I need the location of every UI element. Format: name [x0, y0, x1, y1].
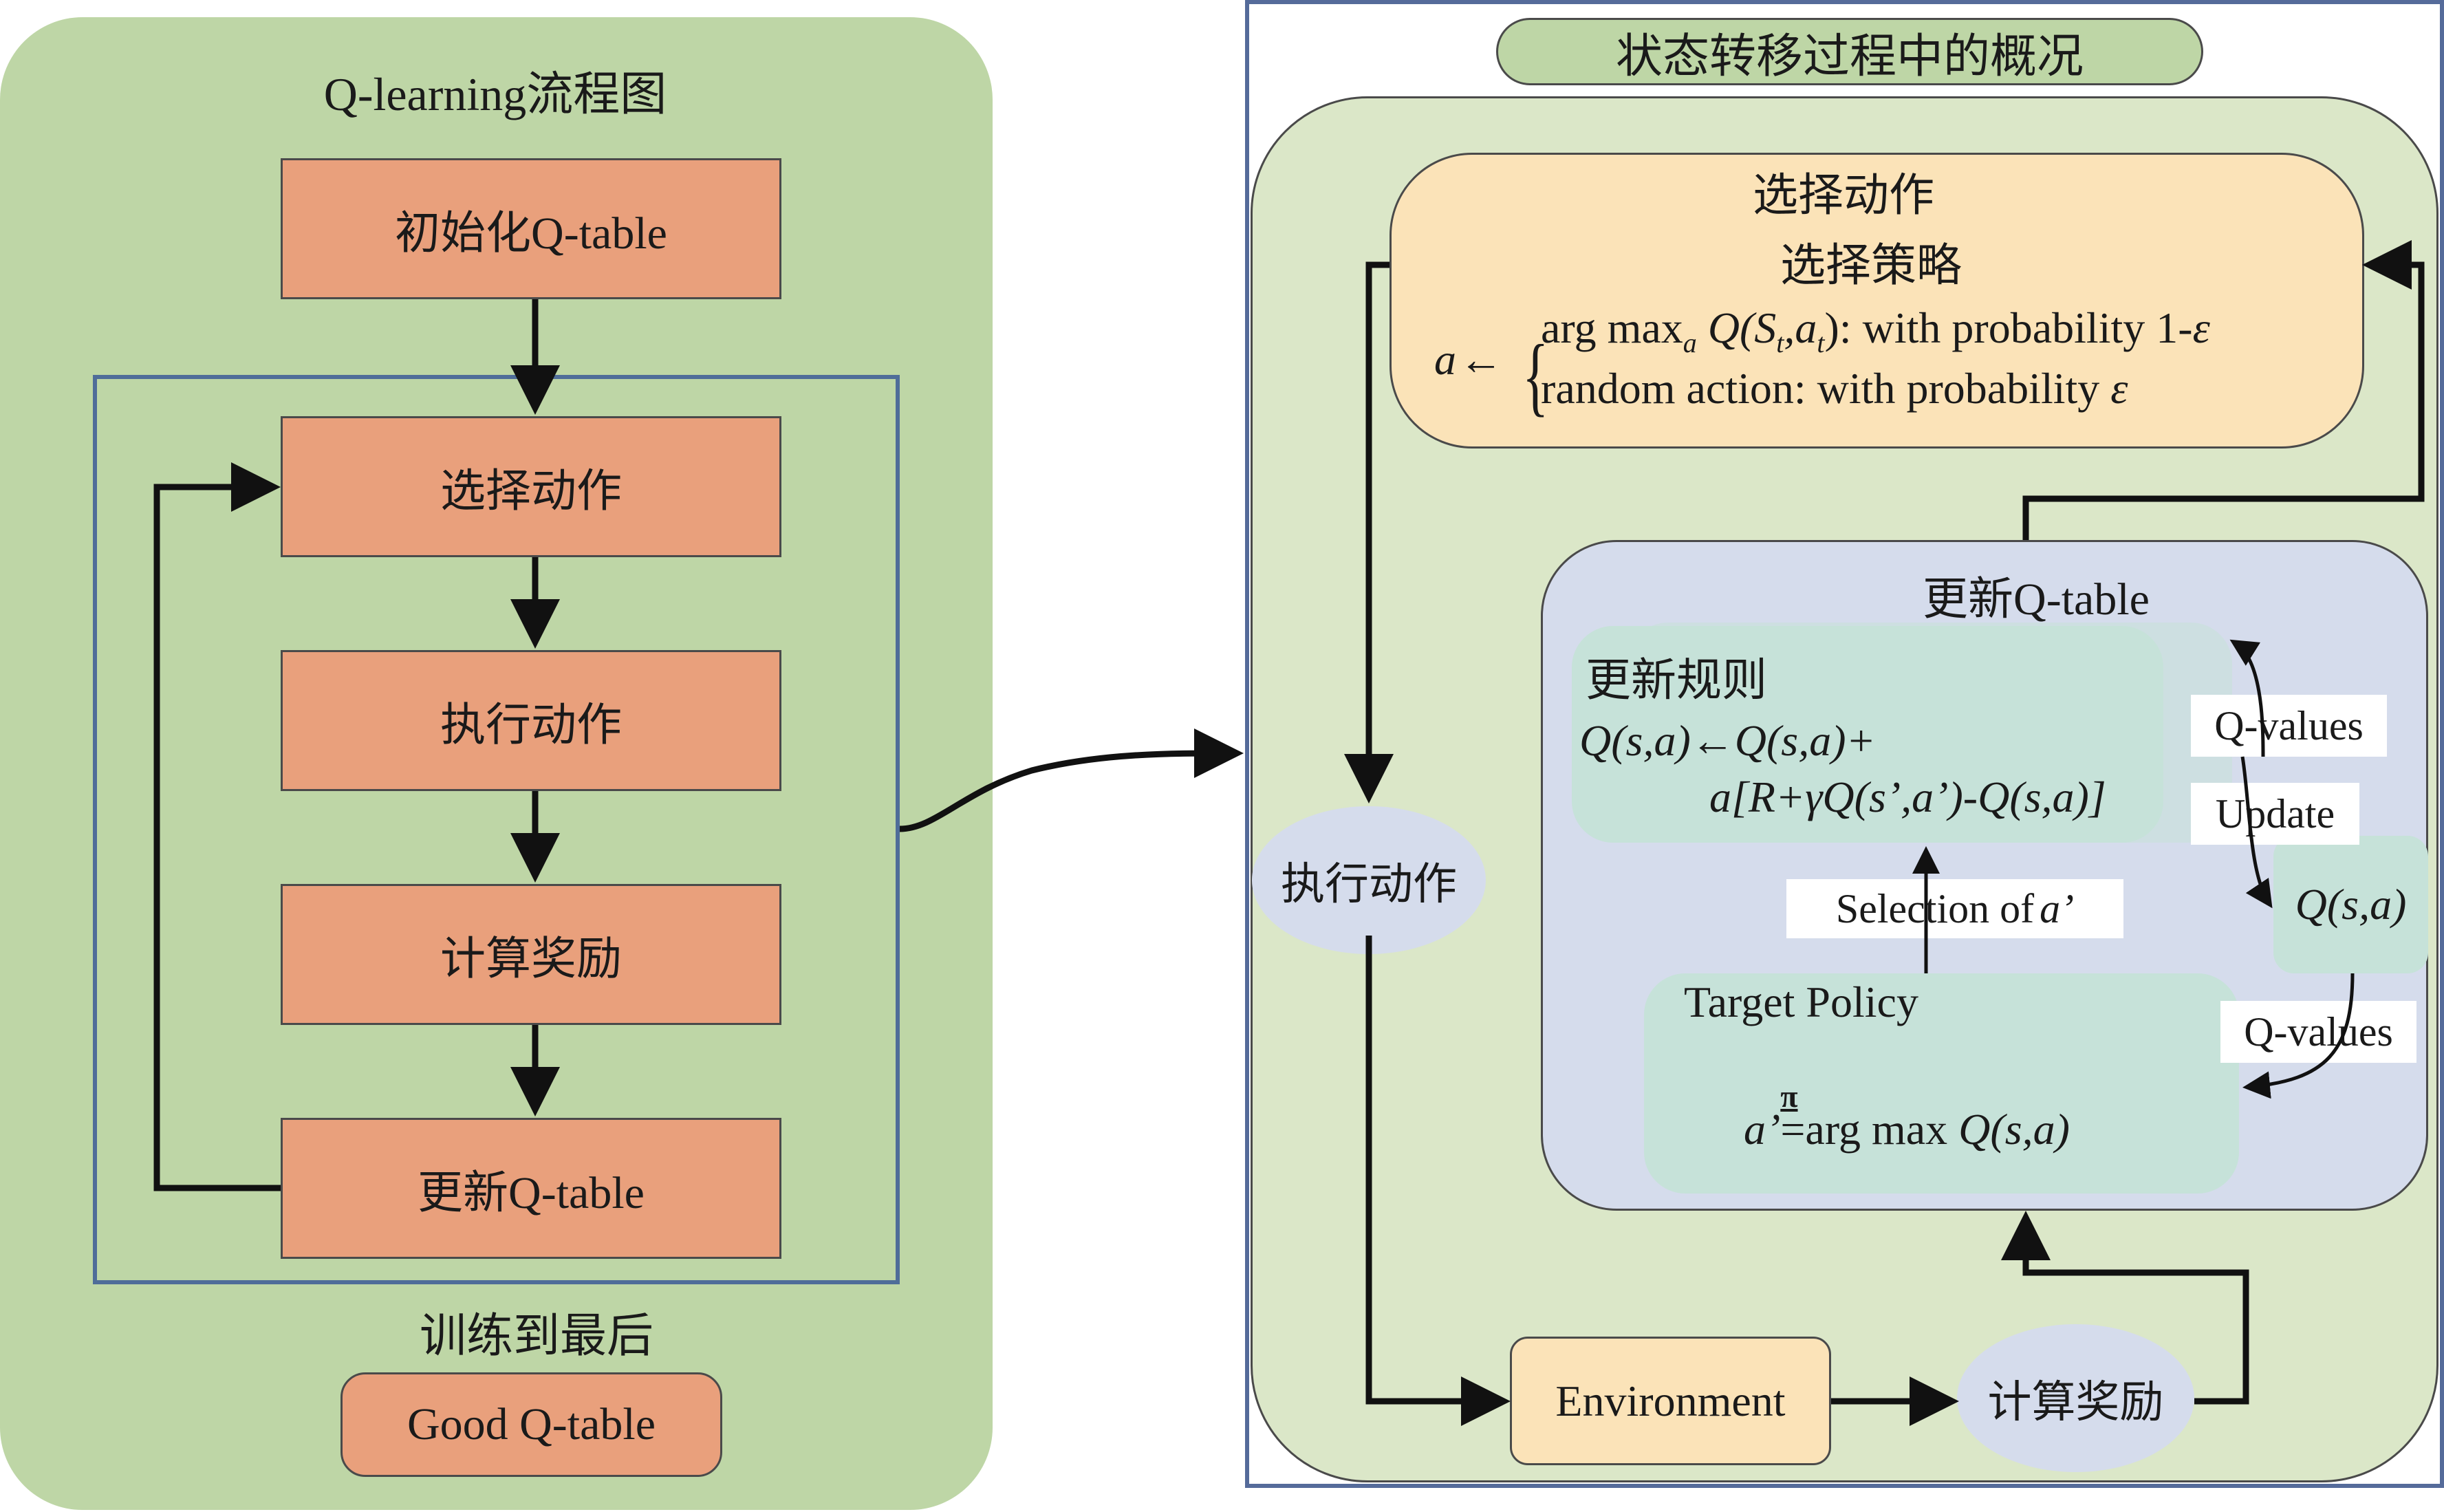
target-policy-formula: a’π=arg max Q(s,a): [1744, 1079, 2070, 1155]
target-policy-title: Target Policy: [1684, 978, 1918, 1026]
greedy-suffix: ): with probability 1-: [1824, 303, 2193, 352]
greedy-argmax: arg max: [1541, 303, 1683, 352]
policy-assign-arrow: ←: [1459, 335, 1503, 384]
environment-box: Environment: [1510, 1337, 1831, 1465]
target-a-prime: a’: [1744, 1105, 1781, 1154]
policy-formula: a ← { arg maxa Q(St,at): with probabilit…: [1434, 303, 2356, 433]
arrow-qvalues-to-rule: [2229, 639, 2265, 757]
arrow-update-to-qbox: [2240, 756, 2273, 909]
update-rule-box: [1572, 626, 2163, 843]
arrow-update-to-select: [2022, 240, 2425, 540]
arrow-execute-to-environment: [1365, 936, 1511, 1426]
random-text: random action: with probability: [1541, 364, 2111, 413]
q-value-box: Q(s,a): [2273, 836, 2428, 973]
step-execute-action: 执行动作: [281, 650, 781, 791]
greedy-q: Q(S: [1707, 303, 1777, 352]
arrow-left-to-right-panel: [899, 728, 1244, 832]
step-update-qtable: 更新Q-table: [281, 1118, 781, 1259]
label-selection: Selection of a’: [1786, 879, 2123, 938]
compute-reward-ellipse: 计算奖励: [1957, 1324, 2194, 1472]
policy-line-random: random action: with probability ε: [1541, 363, 2128, 414]
update-rule-line1: Q(s,a)←Q(s,a)+: [1579, 716, 1876, 765]
greedy-epsilon: ε: [2192, 303, 2210, 352]
greedy-a-sub: t: [1817, 327, 1825, 358]
label-qvalues-top: Q-values: [2191, 695, 2387, 757]
update-rule-title: 更新规则: [1586, 656, 1767, 706]
select-action-box: [1389, 153, 2364, 449]
policy-a-symbol: a: [1434, 335, 1456, 384]
step-compute-reward: 计算奖励: [281, 884, 781, 1025]
greedy-argmax-sub: a: [1683, 327, 1697, 358]
target-pi: π: [1780, 1079, 1798, 1114]
right-title: 状态转移过程中的概况: [1496, 18, 2203, 85]
policy-line-greedy: arg maxa Q(St,at): with probability 1-ε: [1541, 303, 2210, 359]
arrow-reward-to-update-box: [2001, 1211, 2249, 1405]
select-action-title: 选择动作: [1753, 171, 1934, 221]
greedy-comma-a: ,a: [1784, 303, 1817, 352]
target-q: Q(s,a): [1958, 1105, 2070, 1154]
arrow-update-loop-back: [153, 462, 281, 1191]
selection-a-prime: a’: [2040, 885, 2075, 931]
training-loop-frame: [93, 375, 900, 1284]
update-rule-line2: a[R+γQ(s’,a’)-Q(s,a)]: [1709, 773, 2106, 821]
select-policy-subtitle: 选择策略: [1780, 241, 1962, 291]
random-epsilon: ε: [2110, 364, 2128, 413]
update-qtable-title: 更新Q-table: [1923, 574, 2150, 625]
execute-action-ellipse: 执行动作: [1252, 806, 1486, 954]
target-argmax: arg max: [1805, 1105, 1959, 1154]
target-policy-box: [1644, 973, 2239, 1194]
label-qvalues-bottom: Q-values: [2220, 1001, 2416, 1063]
arrow-qbox-to-target: [2242, 973, 2355, 1099]
policy-brace: {: [1522, 328, 1549, 426]
selection-text: Selection of: [1835, 885, 2035, 931]
init-qtable-box: 初始化Q-table: [281, 158, 781, 299]
loop-caption: 训练到最后: [419, 1309, 653, 1362]
arrow-select-to-execute-right: [1344, 261, 1394, 803]
step-select-action: 选择动作: [281, 416, 781, 557]
good-qtable-box: Good Q-table: [340, 1372, 722, 1477]
target-equals: =: [1780, 1105, 1806, 1154]
label-update: Update: [2191, 783, 2359, 845]
greedy-s-sub: t: [1776, 327, 1784, 358]
left-title: Q-learning流程图: [323, 67, 667, 120]
